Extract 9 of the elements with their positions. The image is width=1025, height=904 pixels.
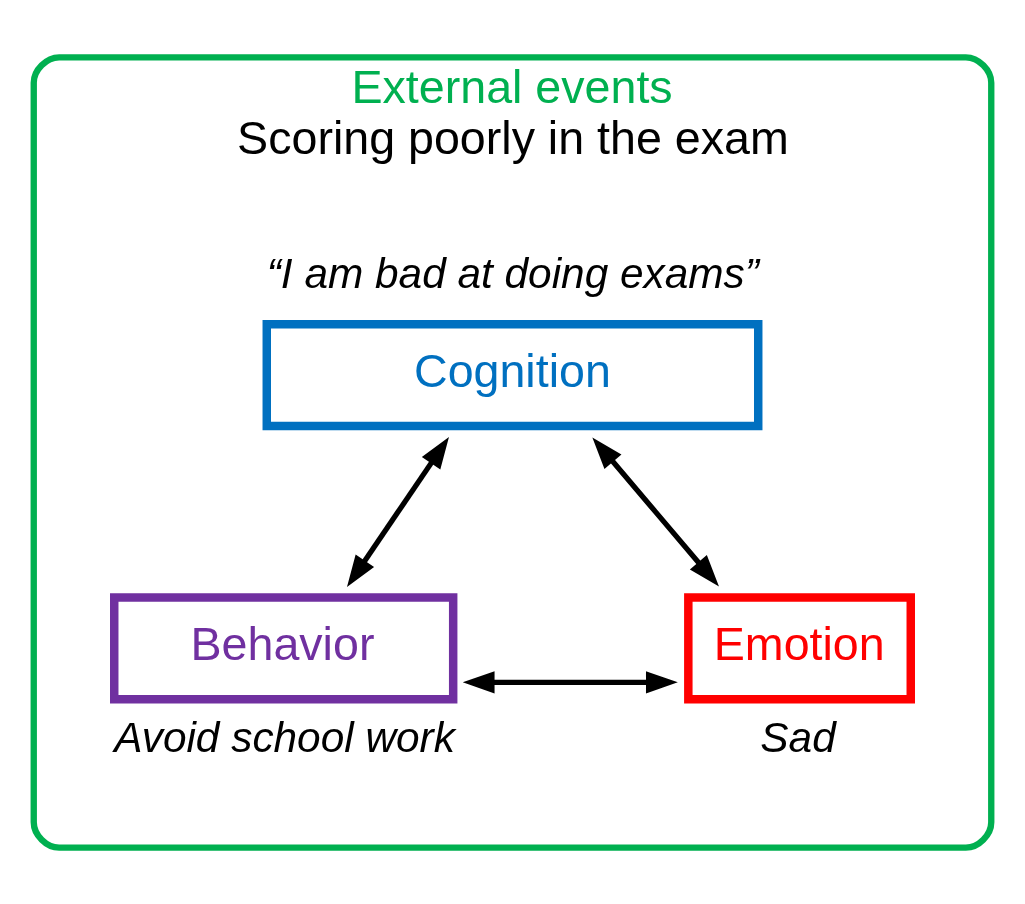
node-box: Emotion: [684, 592, 915, 704]
node-box: Cognition: [262, 319, 763, 430]
node-label: Avoid school work: [114, 713, 455, 761]
arrow: [592, 436, 719, 587]
node-label: “I am bad at doing exams”: [266, 249, 759, 297]
node-label: Sad: [760, 713, 836, 761]
arrow: [346, 436, 449, 587]
node-box: Behavior: [110, 592, 458, 704]
arrow: [462, 670, 678, 693]
